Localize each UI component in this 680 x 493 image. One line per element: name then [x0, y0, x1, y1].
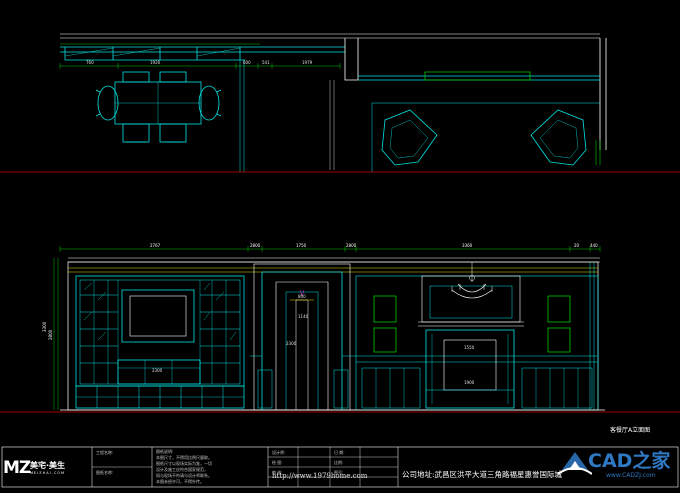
title-block-lines	[1, 446, 679, 488]
plan-view	[59, 33, 607, 172]
plan-dim-4: 541	[262, 60, 270, 65]
note-line-4: 如与现场不符请与设计师联系。	[156, 473, 212, 478]
view-title: 客餐厅A立面图	[610, 427, 651, 434]
note-line-2: 图纸尺寸以现场实际为准，一切	[156, 461, 212, 466]
elev-dim-inner-4: 2300	[286, 341, 297, 346]
elev-dim-inner-6: 1900	[464, 380, 475, 385]
elevation-dimension-labels: 2767 2800 1750 2800 3360 20 440 2300 800…	[42, 243, 598, 385]
elev-dim-inner-5: 1550	[464, 345, 475, 350]
logo-en: MEIZHAI.COM	[30, 471, 66, 475]
watermark-site: www.CADZJ.com	[606, 472, 656, 479]
company-logo: MZ 美宅·美生 MEIZHAI.COM	[3, 458, 89, 486]
elev-dim-inner-2: 800	[298, 294, 306, 299]
plan-dim-2: 1920	[150, 60, 161, 65]
elevation-view	[53, 246, 605, 411]
note-line-1: 本图尺寸，不得用比例尺量取。	[156, 455, 212, 460]
note-line-3: 设计及施工应符合国家规范，	[156, 467, 208, 472]
watermark-brand: CAD之家	[588, 450, 671, 472]
note-line-5: 本图未经许可，不得外传。	[156, 479, 204, 484]
drafter-label: 绘 图:	[272, 460, 283, 465]
logo-mark: MZ	[3, 458, 31, 478]
project-name-label: 工程名称:	[96, 450, 114, 455]
elev-dim-inner-1: 2300	[152, 368, 163, 373]
cad-logo-icon	[558, 452, 592, 475]
elev-dim-top-5: 3360	[462, 243, 473, 248]
elev-dim-left-1: 3300	[42, 321, 47, 332]
designer-label: 设计师:	[272, 450, 286, 455]
elev-dim-inner-3: 1140	[298, 314, 309, 319]
plan-dim-5: 1979	[302, 60, 313, 65]
elev-dim-top-2: 2800	[250, 243, 261, 248]
elev-dim-top-4: 2800	[346, 243, 357, 248]
plan-dim-3: 600	[243, 60, 251, 65]
scale-label: 比例:	[334, 460, 344, 465]
notes-label: 图纸说明:	[156, 449, 174, 454]
elev-dim-top-7: 440	[590, 243, 598, 248]
elev-dim-top-1: 2767	[150, 243, 161, 248]
elev-dim-left-2: 2800	[48, 329, 53, 340]
sheet-label: 图号:	[334, 470, 344, 475]
logo-cn: 美宅·美生	[30, 461, 66, 470]
plan-dim-1: 760	[86, 60, 94, 65]
plan-dimension-labels: 760 1920 600 541 1979	[86, 60, 313, 65]
company-address: 公司地址:武昌区洪平大道三角路福星惠誉国际城	[402, 470, 563, 479]
website-url: http://www.1979home.com	[272, 472, 368, 480]
checker-label: 审 核:	[272, 470, 283, 475]
elev-dim-top-6: 20	[574, 243, 580, 248]
drawing-name-label: 图纸名称:	[96, 470, 114, 475]
date-label: 日 期:	[334, 450, 345, 455]
cad-watermark: CAD之家 www.CADZJ.com	[556, 442, 680, 489]
elev-dim-top-3: 1750	[296, 243, 307, 248]
